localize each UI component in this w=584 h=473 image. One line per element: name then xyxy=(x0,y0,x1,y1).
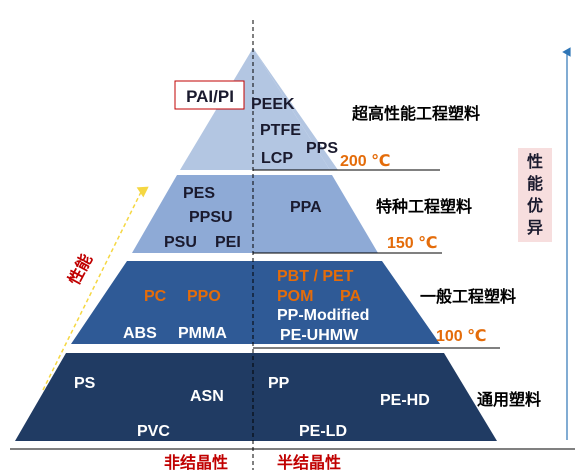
material-pes: PES xyxy=(183,185,215,202)
material-pbt-pet: PBT / PET xyxy=(277,268,354,285)
semi-crystalline-label: 半结晶性 xyxy=(277,453,341,472)
tier-3-shape xyxy=(71,261,440,344)
material-pp-modified: PP-Modified xyxy=(277,307,369,324)
pai-pi-box xyxy=(174,80,245,110)
tier-2-temperature: 150 ℃ xyxy=(387,235,438,252)
tier-4-label: 通用塑料 xyxy=(477,390,541,409)
tier-3-label: 一般工程塑料 xyxy=(420,287,516,306)
material-pe-ld: PE-LD xyxy=(299,423,347,440)
tier-2-shape xyxy=(132,175,378,253)
material-ppsu: PPSU xyxy=(189,209,233,226)
material-psu: PSU xyxy=(164,234,197,251)
material-pe-uhmw: PE-UHMW xyxy=(280,327,359,344)
performance-left-label: 性能 xyxy=(64,251,96,288)
material-asn: ASN xyxy=(190,388,224,405)
material-lcp: LCP xyxy=(261,150,293,167)
material-ppa: PPA xyxy=(290,199,322,216)
material-pp: PP xyxy=(268,375,290,392)
tier-1-label: 超高性能工程塑料 xyxy=(351,104,480,123)
performance-arrow-dashed xyxy=(42,186,149,391)
material-pmma: PMMA xyxy=(178,325,227,342)
amorphous-label: 非结晶性 xyxy=(164,453,228,472)
tier-1-shape xyxy=(180,48,330,170)
tier-4-shape xyxy=(15,353,497,441)
material-abs: ABS xyxy=(123,325,157,342)
tier-3-temperature: 100 ℃ xyxy=(436,328,487,345)
performance-badge xyxy=(518,148,552,242)
material-pai-pi: PAI/PI xyxy=(186,87,234,106)
material-pei: PEI xyxy=(215,234,241,251)
material-pa: PA xyxy=(340,288,361,305)
tier-1-temperature: 200 ℃ xyxy=(340,153,391,170)
tier-2-label: 特种工程塑料 xyxy=(376,197,472,216)
material-pom: POM xyxy=(277,288,313,305)
material-pvc: PVC xyxy=(137,423,170,440)
material-pc: PC xyxy=(144,288,167,305)
material-pe-hd: PE-HD xyxy=(380,392,430,409)
performance-right-char-3: 优 xyxy=(527,196,543,215)
performance-right-char-2: 能 xyxy=(527,174,543,193)
material-ppo: PPO xyxy=(187,288,221,305)
performance-right-char-1: 性 xyxy=(527,152,543,171)
material-peek: PEEK xyxy=(251,96,295,113)
material-pps: PPS xyxy=(306,140,338,157)
material-ps: PS xyxy=(74,375,96,392)
material-ptfe: PTFE xyxy=(260,122,301,139)
performance-right-char-4: 异 xyxy=(527,218,543,237)
tier-1-shape-right xyxy=(253,48,338,170)
